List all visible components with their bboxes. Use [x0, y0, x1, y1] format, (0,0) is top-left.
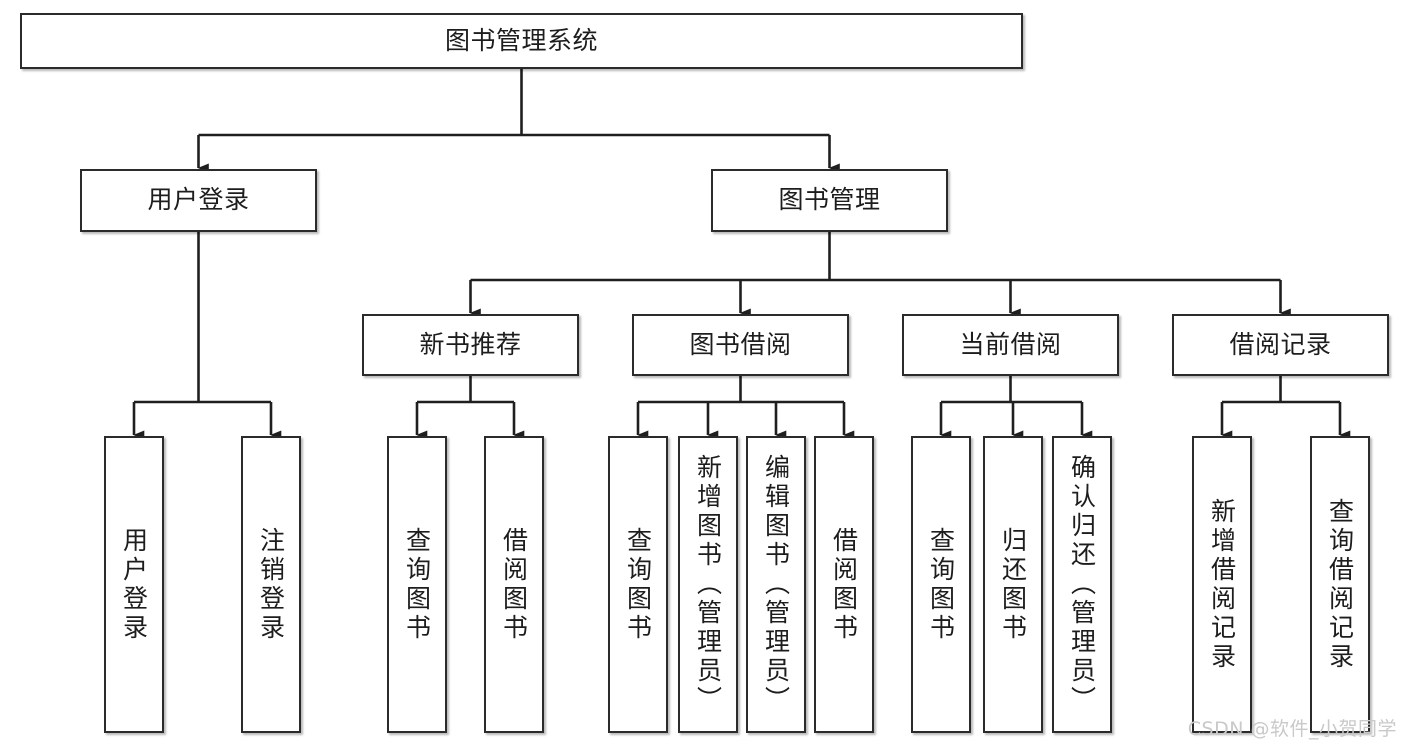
node-leaf-user-login-label: 用户登录 — [119, 526, 149, 643]
node-book-manage-label: 图书管理 — [778, 185, 881, 215]
node-leaf-borrow-book-2[interactable]: 借阅图书 — [814, 436, 874, 733]
node-leaf-query-book-2-label: 查询图书 — [623, 526, 653, 643]
node-new-book-recommend[interactable]: 新书推荐 — [362, 314, 579, 376]
node-root[interactable]: 图书管理系统 — [20, 13, 1023, 69]
node-current-borrow[interactable]: 当前借阅 — [902, 314, 1119, 376]
node-new-book-recommend-label: 新书推荐 — [419, 329, 522, 359]
node-leaf-add-borrow-record[interactable]: 新增借阅记录 — [1192, 436, 1252, 733]
node-leaf-logout-login-label: 注销登录 — [256, 526, 286, 643]
node-leaf-confirm-return-admin[interactable]: 确认归还（管理员） — [1052, 436, 1112, 733]
node-leaf-edit-book-admin-label: 编辑图书（管理员） — [761, 454, 791, 715]
node-leaf-borrow-book-1[interactable]: 借阅图书 — [484, 436, 544, 733]
node-leaf-user-login[interactable]: 用户登录 — [104, 436, 164, 733]
node-leaf-add-book-admin[interactable]: 新增图书（管理员） — [678, 436, 738, 733]
node-book-borrow[interactable]: 图书借阅 — [632, 314, 849, 376]
node-leaf-query-book-3[interactable]: 查询图书 — [911, 436, 971, 733]
node-book-borrow-label: 图书借阅 — [689, 329, 792, 359]
node-current-borrow-label: 当前借阅 — [959, 329, 1062, 359]
node-leaf-add-book-admin-label: 新增图书（管理员） — [693, 454, 723, 715]
csdn-watermark: CSDN @软件_小贺同学 — [1187, 718, 1397, 740]
node-leaf-query-book-1[interactable]: 查询图书 — [387, 436, 447, 733]
node-leaf-query-book-1-label: 查询图书 — [402, 526, 432, 643]
node-leaf-return-book-label: 归还图书 — [998, 526, 1028, 643]
node-leaf-query-book-2[interactable]: 查询图书 — [608, 436, 668, 733]
node-borrow-record[interactable]: 借阅记录 — [1172, 314, 1389, 376]
node-borrow-record-label: 借阅记录 — [1229, 329, 1332, 359]
node-leaf-logout-login[interactable]: 注销登录 — [241, 436, 301, 733]
node-leaf-confirm-return-admin-label: 确认归还（管理员） — [1067, 454, 1097, 715]
node-leaf-borrow-book-1-label: 借阅图书 — [499, 526, 529, 643]
node-leaf-borrow-book-2-label: 借阅图书 — [829, 526, 859, 643]
node-root-label: 图书管理系统 — [444, 25, 598, 55]
node-book-manage[interactable]: 图书管理 — [711, 169, 948, 232]
node-user-login[interactable]: 用户登录 — [80, 169, 317, 232]
node-leaf-edit-book-admin[interactable]: 编辑图书（管理员） — [746, 436, 806, 733]
node-leaf-query-borrow-record-label: 查询借阅记录 — [1325, 497, 1355, 672]
node-leaf-query-borrow-record[interactable]: 查询借阅记录 — [1310, 436, 1370, 733]
node-leaf-add-borrow-record-label: 新增借阅记录 — [1207, 497, 1237, 672]
node-leaf-query-book-3-label: 查询图书 — [926, 526, 956, 643]
node-leaf-return-book[interactable]: 归还图书 — [983, 436, 1043, 733]
node-user-login-label: 用户登录 — [147, 185, 250, 215]
